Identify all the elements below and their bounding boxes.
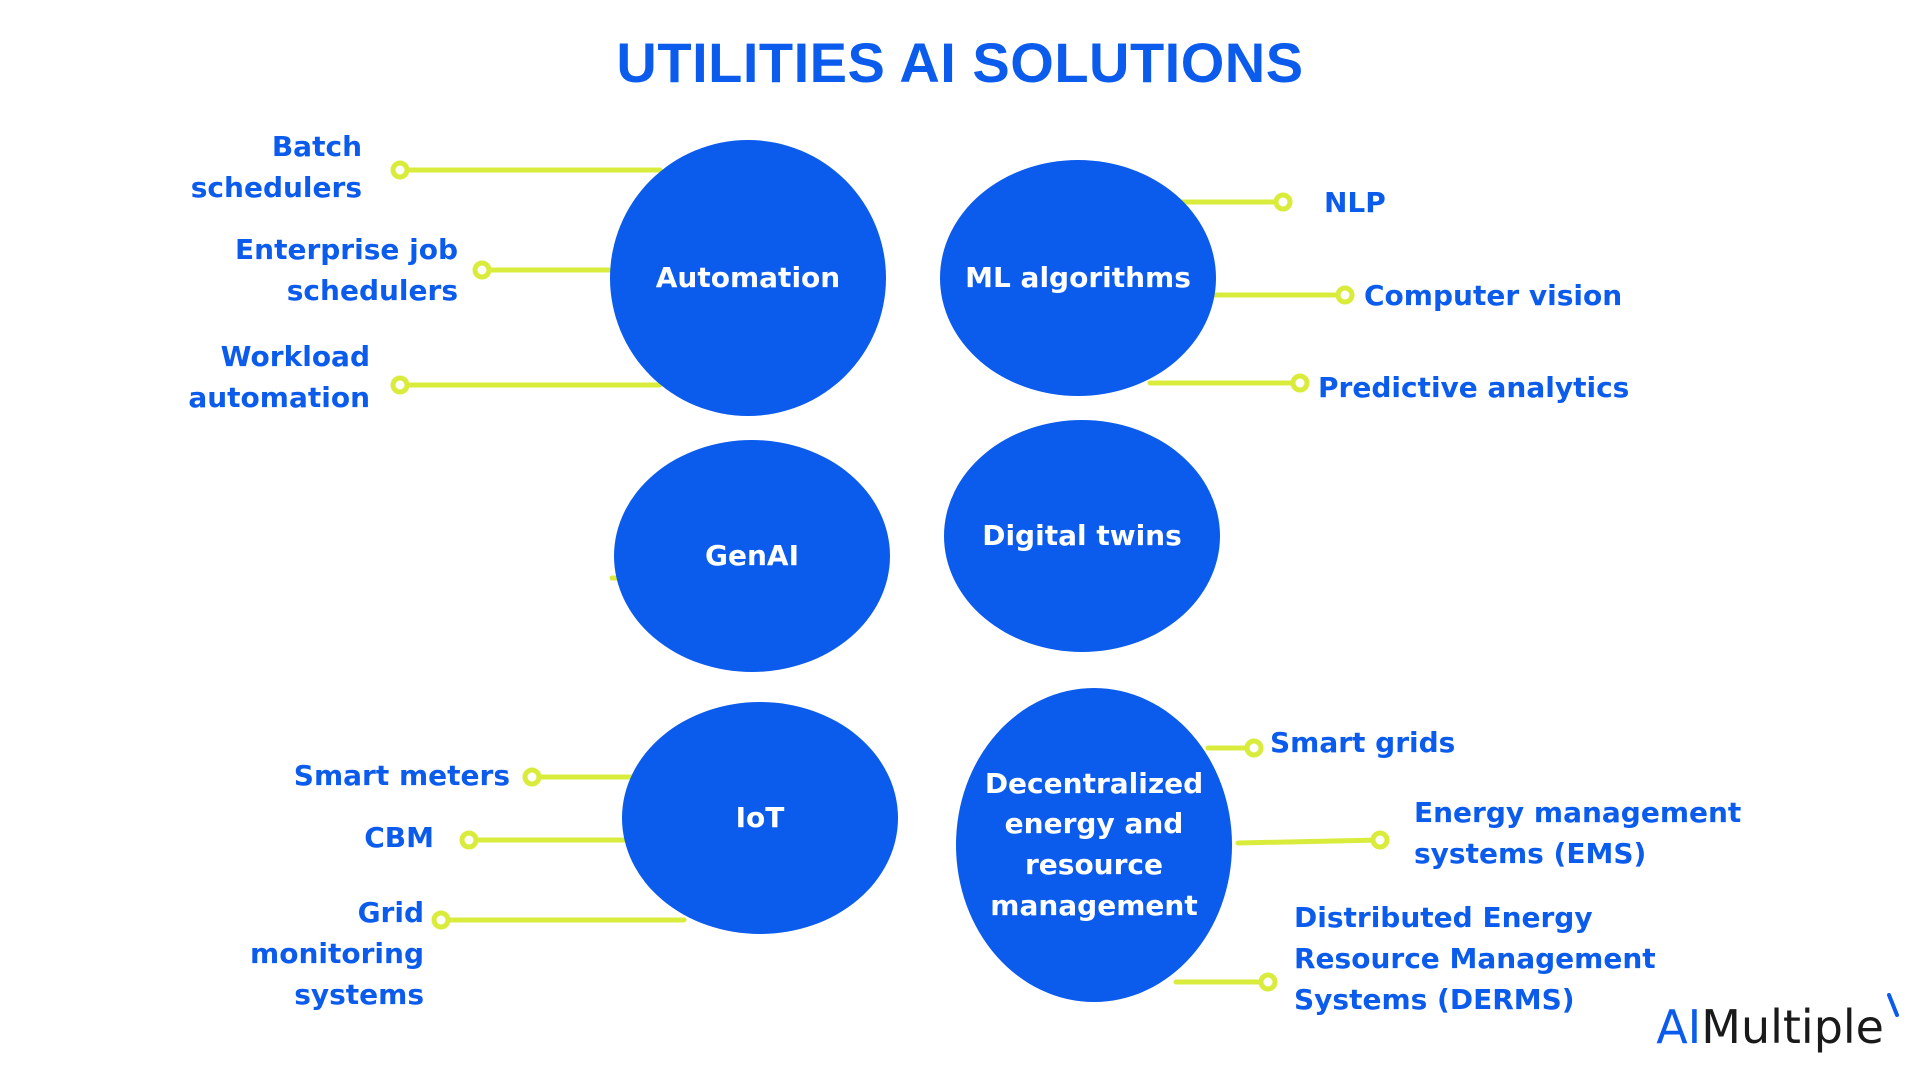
branch-label-predictive-analytics: Predictive analytics [1318,371,1630,404]
connector-enterprise-job-schedulers-terminal [472,260,492,280]
connector-smart-grids-terminal [1244,738,1264,758]
branch-label-enterprise-job-schedulers: Enterprise job schedulers [235,233,458,307]
connector-cbm-terminal [459,830,479,850]
branch-label-computer-vision: Computer vision [1364,279,1623,312]
node-label: ML algorithms [965,260,1191,294]
connector-nlp-terminal [1273,192,1293,212]
branch-label-workload-automation: Workload automation [188,340,370,414]
node-iot: IoT [622,702,898,934]
node-label: Decentralized energy and resource manage… [984,766,1204,922]
diagram-title: UTILITIES AI SOLUTIONS [616,31,1304,94]
node-genai: GenAI [614,440,890,672]
node-decentralized-energy: Decentralized energy and resource manage… [956,688,1232,1002]
connector-workload-automation-terminal [390,375,410,395]
node-label: GenAI [705,538,799,572]
node-digital-twins: Digital twins [944,420,1220,652]
connector-grid-monitoring-systems-terminal [431,910,451,930]
branch-label-derms: Distributed Energy Resource Management S… [1294,901,1656,1016]
connector-smart-meters-terminal [522,767,542,787]
node-label: Automation [655,260,841,294]
brand-mark-icon [1887,993,1899,1017]
node-ml-algorithms: ML algorithms [940,160,1216,396]
branch-label-grid-monitoring-systems: Grid monitoring systems [250,896,424,1011]
branch-label-cbm: CBM [364,821,434,854]
connector-derms-terminal [1258,972,1278,992]
branch-label-batch-schedulers: Batch schedulers [190,130,362,204]
branch-label-smart-grids: Smart grids [1270,726,1456,759]
connector-ems-terminal [1370,830,1390,850]
node-label: Digital twins [982,518,1182,552]
connector-predictive-analytics-terminal [1290,373,1310,393]
brand-ai-text: AI [1656,1000,1702,1054]
node-automation: Automation [610,140,886,416]
branch-label-nlp: NLP [1324,186,1386,219]
connector-batch-schedulers-terminal [390,160,410,180]
connector-ems [1235,837,1383,846]
branch-label-smart-meters: Smart meters [293,759,510,792]
branch-label-ems: Energy management systems (EMS) [1414,796,1742,870]
brand-rest-text: Multiple [1701,1000,1884,1054]
connector-computer-vision-terminal [1335,285,1355,305]
node-label: IoT [735,800,785,834]
